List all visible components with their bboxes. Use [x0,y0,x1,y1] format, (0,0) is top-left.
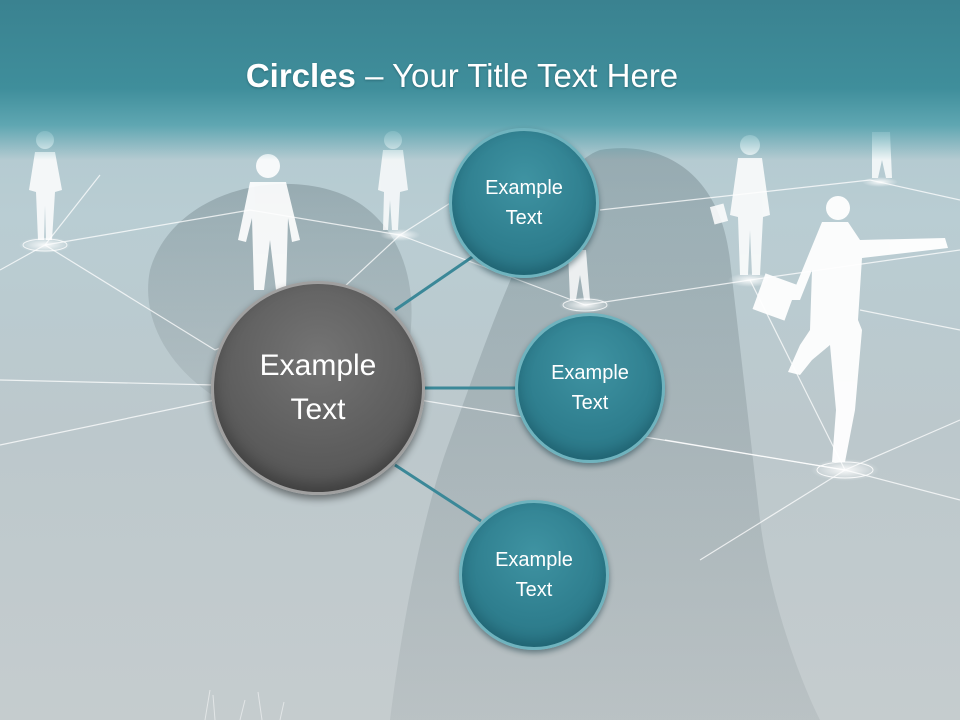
satellite-circle-top[interactable]: Example Text [449,128,599,278]
center-circle-label: Example Text [259,349,377,426]
connector-line-bottom [394,463,482,523]
connector-line-top [394,251,479,312]
satellite-circle-bottom[interactable]: Example Text [459,500,609,650]
satellite-circle-label: Example Text [495,549,573,601]
network-nodes [19,177,898,481]
slide-title[interactable]: Circles – Your Title Text Here [0,52,942,100]
grass-decoration [204,689,285,720]
center-circle[interactable]: Example Text [211,281,425,495]
slide-title-bold: Circles [245,57,356,94]
satellite-circle-label: Example Text [551,362,629,414]
title-band [0,0,960,160]
satellite-circle-label: Example Text [485,177,563,229]
slide-title-text: – Your Title Text Here [355,57,679,94]
satellite-circle-middle[interactable]: Example Text [515,313,665,463]
